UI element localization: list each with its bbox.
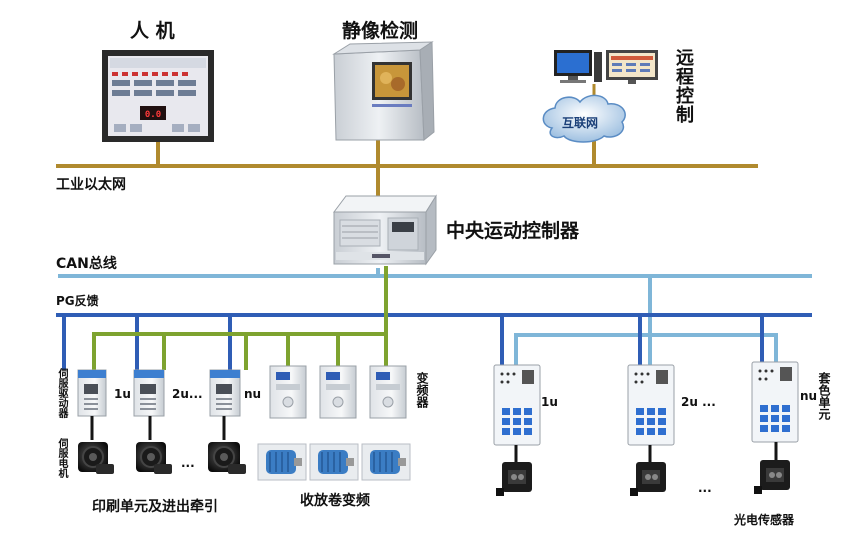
controller-label: 中央运动控制器 xyxy=(446,220,580,242)
servo-unit-label-2u: 2u... xyxy=(172,387,203,401)
vfd-3 xyxy=(369,365,407,419)
vfd-2 xyxy=(319,365,357,419)
central-controller xyxy=(333,194,437,266)
winding-motor-1 xyxy=(257,443,307,481)
servo-unit-label-1u: 1u xyxy=(114,387,131,401)
servo-driver-2u xyxy=(133,369,165,417)
servo-unit-label-nu: nu xyxy=(244,387,262,401)
register-unit-label-1u: 1u xyxy=(541,395,558,409)
winding-motor-2 xyxy=(309,443,359,481)
photo-sensor-1 xyxy=(496,445,532,496)
servo-driver-label: 伺服驱动器 xyxy=(56,368,67,418)
photo-sensor-label: 光电传感器 xyxy=(734,513,795,527)
register-unit-label-nu: nu xyxy=(800,389,818,403)
pg-feedback-label: PG反馈 xyxy=(56,294,99,308)
vfd-group-label: 收放卷变频 xyxy=(300,493,370,509)
servo-driver-nu xyxy=(209,369,241,417)
register-ellipsis: ... xyxy=(698,481,712,495)
motion-bus xyxy=(92,266,388,370)
register-unit-1u xyxy=(493,364,541,446)
servo-motor-nu xyxy=(208,416,246,474)
ethernet-bus xyxy=(56,140,758,198)
can-bus xyxy=(58,268,812,365)
hmi-counter xyxy=(140,106,166,120)
register-unit-label-2u: 2u ... xyxy=(681,395,716,409)
hmi-counter-value: 0.0 xyxy=(145,110,161,120)
servo-driver-1u xyxy=(77,369,107,417)
register-group-label: 套色单元 xyxy=(817,372,831,420)
register-unit-nu xyxy=(751,361,799,443)
servo-group-label: 印刷单元及进出牵引 xyxy=(92,499,218,515)
hmi-indicators xyxy=(112,72,188,76)
winding-motor-3 xyxy=(361,443,411,481)
remote-pc-left xyxy=(554,50,602,83)
servo-ellipsis: ... xyxy=(181,456,195,470)
internet-cloud xyxy=(542,94,626,143)
servo-motor-label: 伺服电机 xyxy=(56,438,67,478)
ethernet-label: 工业以太网 xyxy=(56,177,126,193)
photo-sensor-3 xyxy=(754,442,790,494)
vfd-label: 变频器 xyxy=(415,372,429,408)
servo-motor-1u xyxy=(78,416,114,474)
can-bus-label: CAN总线 xyxy=(56,256,117,272)
pg-bus xyxy=(56,313,812,370)
hmi-monitor: 0.0 xyxy=(102,50,214,142)
internet-label: 互联网 xyxy=(562,116,599,130)
hmi-label: 人 机 xyxy=(130,20,175,42)
inspection-label: 静像检测 xyxy=(342,20,419,42)
register-unit-2u xyxy=(627,364,675,446)
remote-control-label: 远程控制 xyxy=(673,48,694,124)
servo-motor-2u xyxy=(136,416,172,474)
vfd-1 xyxy=(269,365,307,419)
inspection-cabinet xyxy=(332,41,435,142)
remote-pc-right xyxy=(606,50,658,84)
photo-sensor-2 xyxy=(630,445,666,496)
